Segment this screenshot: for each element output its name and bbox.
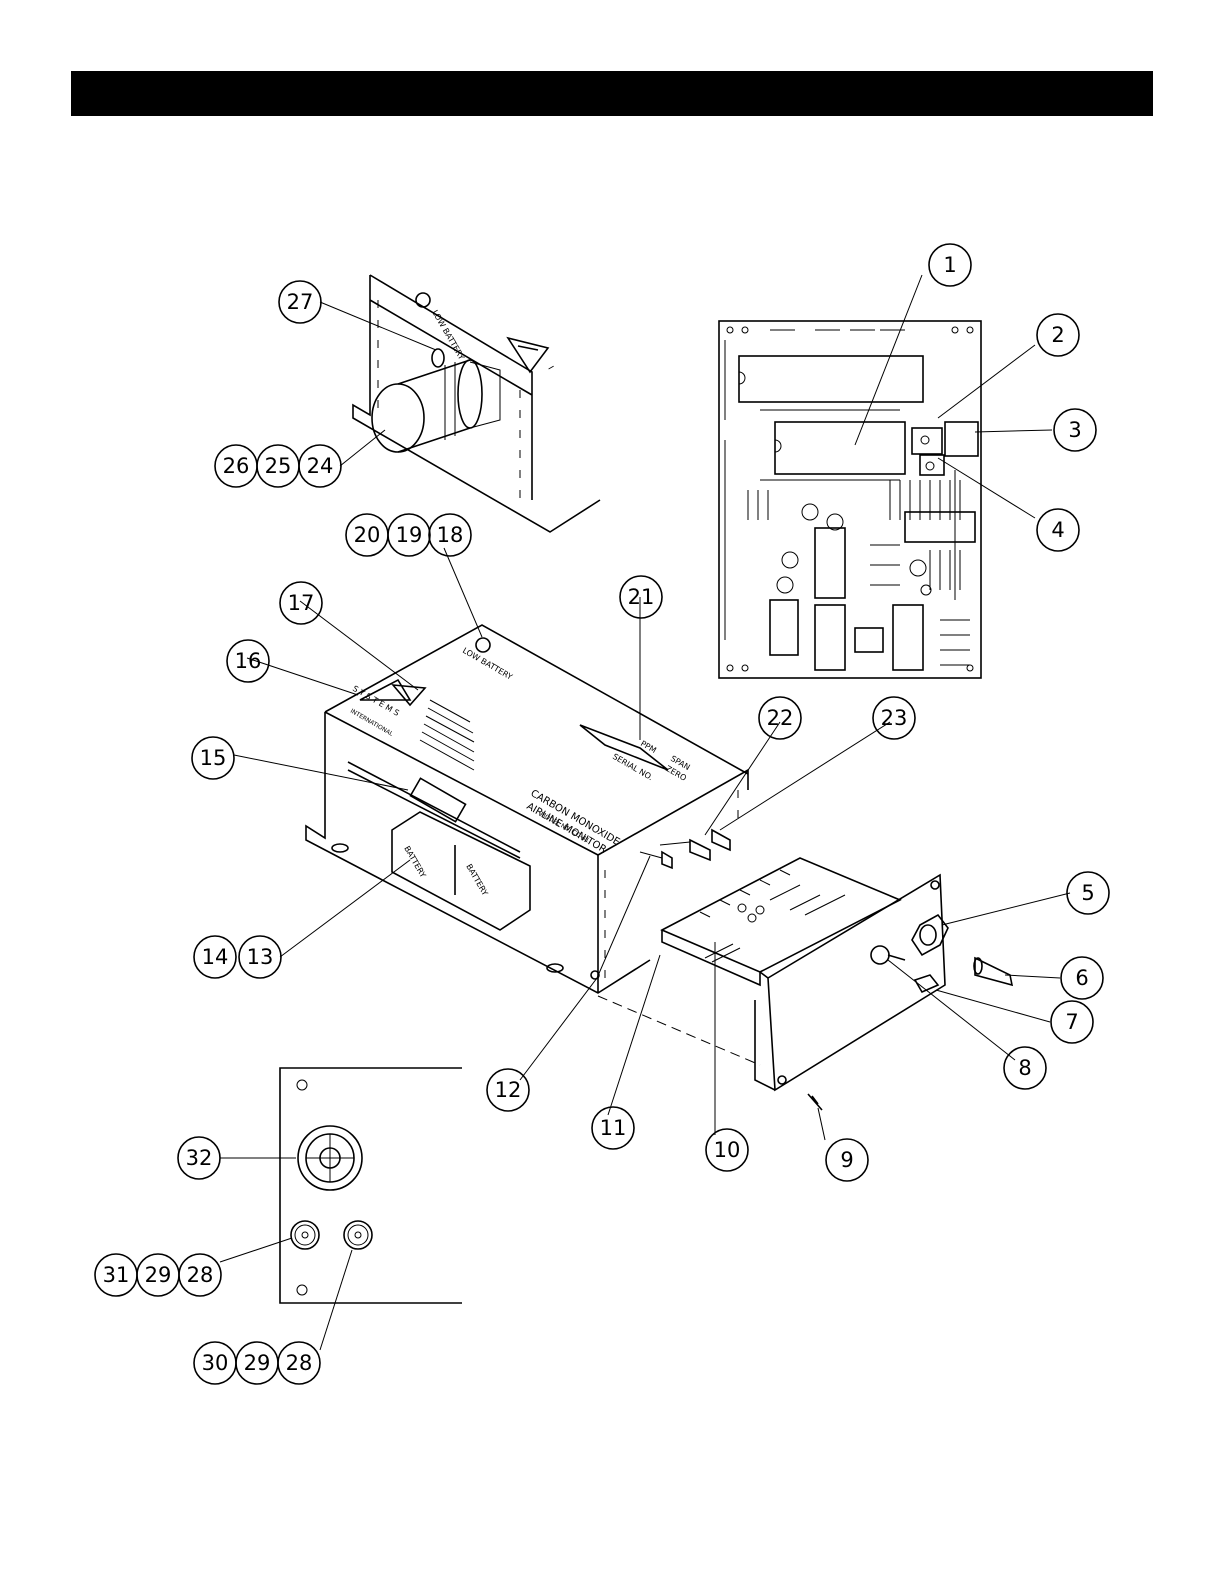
callout-14: 14 [194, 936, 236, 978]
svg-text:21: 21 [628, 585, 655, 609]
callout-17: 17 [280, 582, 322, 624]
svg-text:22: 22 [767, 706, 794, 730]
callout-25: 25 [257, 445, 299, 487]
svg-text:14: 14 [202, 945, 229, 969]
callout-29a: 29 [137, 1254, 179, 1296]
svg-text:26: 26 [223, 454, 250, 478]
svg-text:24: 24 [307, 454, 334, 478]
svg-text:13: 13 [247, 945, 274, 969]
svg-text:29: 29 [244, 1351, 271, 1375]
svg-text:I: I [546, 365, 555, 372]
callout-26: 26 [215, 445, 257, 487]
callout-3: 3 [1054, 409, 1096, 451]
callout-6: 6 [1061, 957, 1103, 999]
callout-19: 19 [388, 514, 430, 556]
callout-22: 22 [759, 697, 801, 739]
callout-13: 13 [239, 936, 281, 978]
svg-text:16: 16 [235, 649, 262, 673]
pcb-inset [719, 321, 981, 678]
svg-text:25: 25 [265, 454, 292, 478]
sensor-inset: LOW BATTERY I [353, 275, 600, 532]
callout-1: 1 [929, 244, 971, 286]
svg-text:29: 29 [145, 1263, 172, 1287]
callout-9: 9 [826, 1139, 868, 1181]
svg-text:11: 11 [600, 1116, 627, 1140]
svg-text:20: 20 [354, 523, 381, 547]
callout-31: 31 [95, 1254, 137, 1296]
callout-27: 27 [279, 281, 321, 323]
svg-text:28: 28 [286, 1351, 313, 1375]
callout-21: 21 [620, 576, 662, 618]
callout-28a: 28 [179, 1254, 221, 1296]
callout-30: 30 [194, 1342, 236, 1384]
svg-text:3: 3 [1068, 418, 1081, 442]
callout-12: 12 [487, 1069, 529, 1111]
callout-28b: 28 [278, 1342, 320, 1384]
svg-text:12: 12 [495, 1078, 522, 1102]
svg-text:2: 2 [1051, 323, 1064, 347]
svg-text:7: 7 [1065, 1010, 1078, 1034]
svg-text:23: 23 [881, 706, 908, 730]
svg-text:17: 17 [288, 591, 315, 615]
chassis-assembly [598, 830, 1012, 1110]
svg-text:30: 30 [202, 1351, 229, 1375]
svg-text:8: 8 [1018, 1056, 1031, 1080]
svg-text:4: 4 [1051, 518, 1064, 542]
svg-text:32: 32 [186, 1146, 213, 1170]
svg-text:27: 27 [287, 290, 314, 314]
callout-15: 15 [192, 737, 234, 779]
svg-text:5: 5 [1081, 881, 1094, 905]
ppm-label: PPM [639, 739, 658, 755]
callout-18: 18 [429, 514, 471, 556]
callout-5: 5 [1067, 872, 1109, 914]
callout-20: 20 [346, 514, 388, 556]
callout-2: 2 [1037, 314, 1079, 356]
svg-text:19: 19 [396, 523, 423, 547]
callout-24: 24 [299, 445, 341, 487]
svg-text:31: 31 [103, 1263, 130, 1287]
svg-text:6: 6 [1075, 966, 1088, 990]
svg-text:18: 18 [437, 523, 464, 547]
svg-text:28: 28 [187, 1263, 214, 1287]
callout-7: 7 [1051, 1001, 1093, 1043]
knob-inset [280, 1068, 462, 1303]
callout-4: 4 [1037, 509, 1079, 551]
callout-23: 23 [873, 697, 915, 739]
svg-text:10: 10 [714, 1138, 741, 1162]
callout-32: 32 [178, 1137, 220, 1179]
callout-29b: 29 [236, 1342, 278, 1384]
callout-8: 8 [1004, 1047, 1046, 1089]
svg-text:1: 1 [943, 253, 956, 277]
battery-label-right: BATTERY [464, 863, 489, 898]
svg-text:15: 15 [200, 746, 227, 770]
battery-label-left: BATTERY [402, 845, 427, 880]
svg-text:9: 9 [840, 1148, 853, 1172]
callout-11: 11 [592, 1107, 634, 1149]
low-battery-label-top: LOW BATTERY [430, 309, 466, 362]
callout-16: 16 [227, 640, 269, 682]
callout-10: 10 [706, 1129, 748, 1171]
